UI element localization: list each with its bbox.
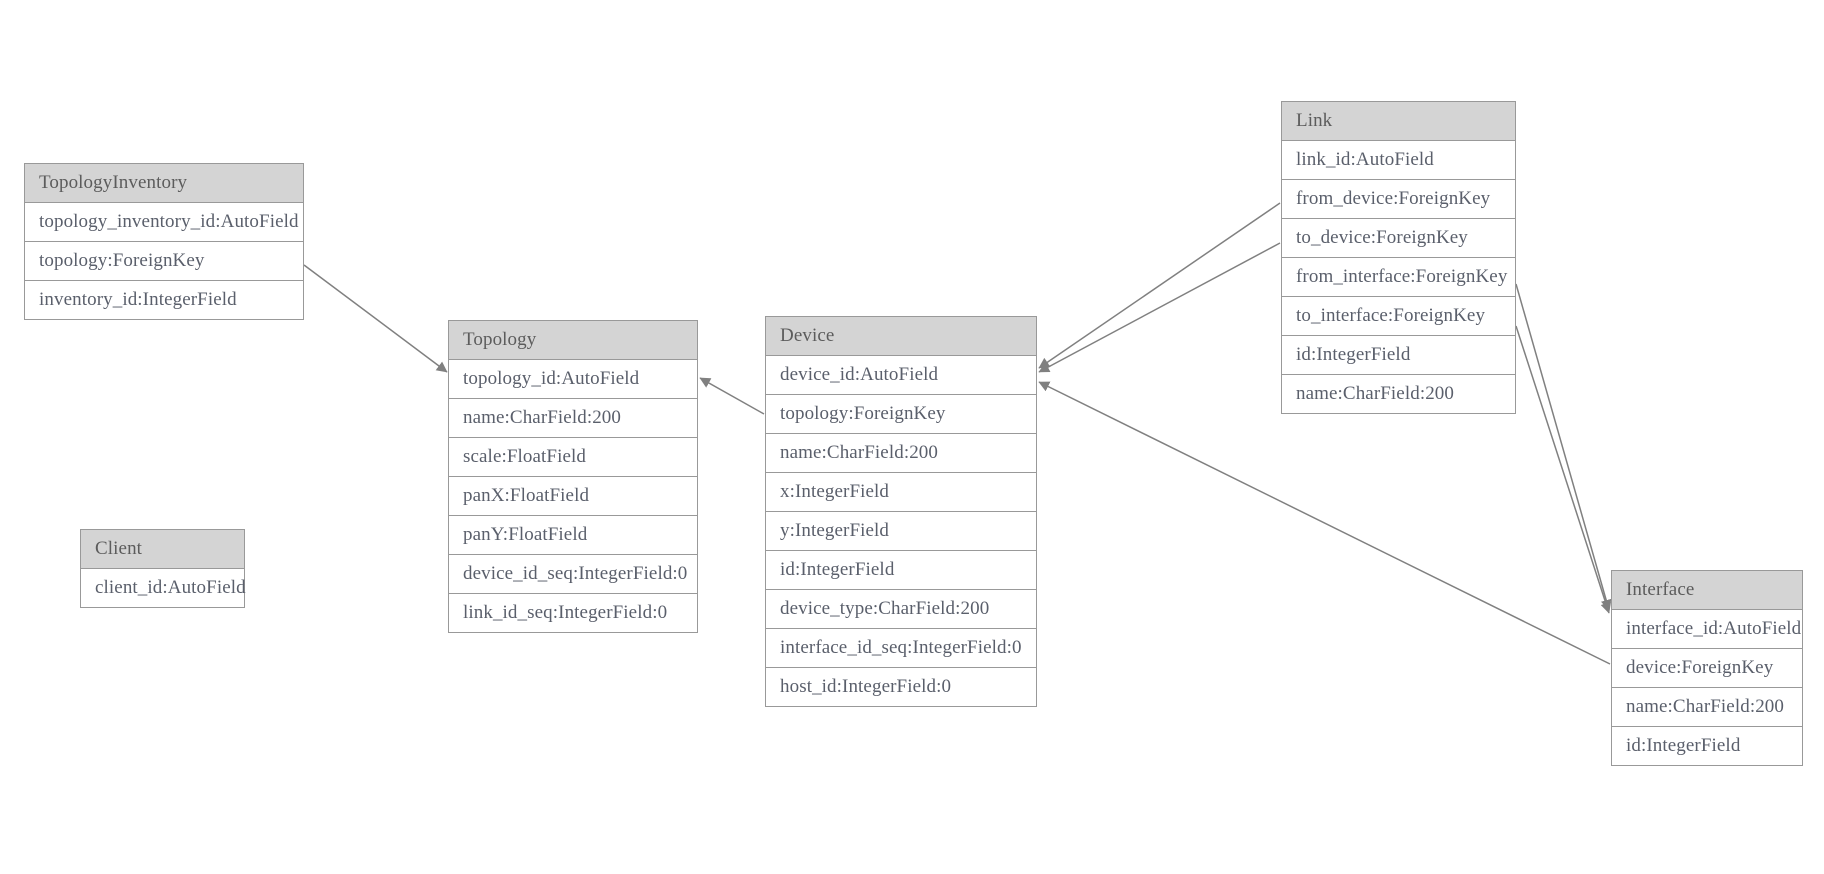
entity-field: name:CharField:200 [766, 434, 1036, 473]
entity-field: from_device:ForeignKey [1282, 180, 1515, 219]
entity-field: from_interface:ForeignKey [1282, 258, 1515, 297]
entity-title-topology: Topology [449, 321, 697, 360]
entity-field: id:IntegerField [766, 551, 1036, 590]
entity-field: interface_id:AutoField [1612, 610, 1802, 649]
entity-field: device_id_seq:IntegerField:0 [449, 555, 697, 594]
entity-field: x:IntegerField [766, 473, 1036, 512]
entity-field: panX:FloatField [449, 477, 697, 516]
entity-field: name:CharField:200 [449, 399, 697, 438]
rel-link-from-interface [1515, 283, 1612, 611]
entity-field: name:CharField:200 [1282, 375, 1515, 413]
entity-field: name:CharField:200 [1612, 688, 1802, 727]
entity-title-client: Client [81, 530, 244, 569]
entity-field: to_interface:ForeignKey [1282, 297, 1515, 336]
entity-field: id:IntegerField [1612, 727, 1802, 765]
entity-field: device_id:AutoField [766, 356, 1036, 395]
entity-field: scale:FloatField [449, 438, 697, 477]
entity-field: interface_id_seq:IntegerField:0 [766, 629, 1036, 668]
rel-topologyinventory-topology [303, 264, 448, 373]
entity-field: topology_inventory_id:AutoField [25, 203, 303, 242]
entity-field: id:IntegerField [1282, 336, 1515, 375]
entity-field: device:ForeignKey [1612, 649, 1802, 688]
entity-field: host_id:IntegerField:0 [766, 668, 1036, 706]
entity-field: topology:ForeignKey [766, 395, 1036, 434]
entity-field: client_id:AutoField [81, 569, 246, 607]
entity-title-interface: Interface [1612, 571, 1802, 610]
rel-link-to-interface [1515, 325, 1612, 614]
entity-field: inventory_id:IntegerField [25, 281, 303, 319]
entity-field: to_device:ForeignKey [1282, 219, 1515, 258]
entity-title-topology_inventory: TopologyInventory [25, 164, 303, 203]
rel-link-from-device [1038, 202, 1281, 369]
entity-title-device: Device [766, 317, 1036, 356]
entity-field: link_id:AutoField [1282, 141, 1515, 180]
entity-field: link_id_seq:IntegerField:0 [449, 594, 697, 632]
entity-field: topology:ForeignKey [25, 242, 303, 281]
entity-field: y:IntegerField [766, 512, 1036, 551]
entity-title-link: Link [1282, 102, 1515, 141]
entity-field: panY:FloatField [449, 516, 697, 555]
rel-link-to-device [1038, 242, 1281, 373]
entity-field: topology_id:AutoField [449, 360, 697, 399]
rel-device-topology [699, 377, 765, 415]
rel-interface-device [1038, 381, 1611, 665]
entity-field: device_type:CharField:200 [766, 590, 1036, 629]
